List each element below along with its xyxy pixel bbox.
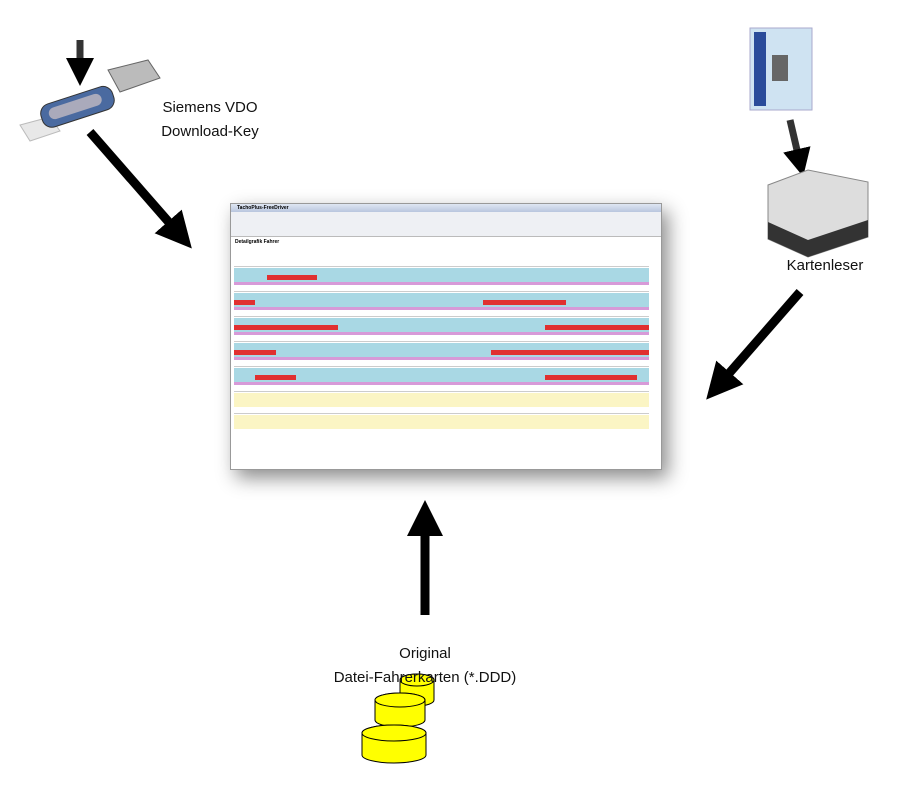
label-line: Original — [399, 645, 451, 662]
activity-row — [234, 318, 649, 335]
usb-key-icon — [19, 59, 161, 142]
software-screenshot: TachoPlus-FreeDriver Detailgrafik Fahrer — [230, 203, 662, 470]
toolbar — [231, 212, 661, 237]
row-separator — [234, 286, 649, 292]
empty-day-row — [234, 415, 649, 429]
row-separator — [234, 336, 649, 342]
label-line: Datei-Fahrerkarten (*.DDD) — [333, 669, 517, 686]
label-line: Download-Key — [161, 123, 259, 140]
row-separator — [234, 311, 649, 317]
driving-segment — [234, 325, 338, 330]
card-reader-label: Kartenleser — [786, 257, 864, 274]
label-line: Siemens VDO — [162, 99, 258, 116]
activity-chart — [231, 261, 661, 429]
download-key-label: Siemens VDO Download-Key — [150, 96, 270, 144]
activity-row — [234, 293, 649, 310]
driving-segment — [545, 375, 637, 380]
driver-card-icon — [749, 27, 813, 111]
row-separator — [234, 261, 649, 267]
driving-segment — [234, 300, 255, 305]
activity-row — [234, 268, 649, 285]
row-separator — [234, 408, 649, 414]
activity-row — [234, 343, 649, 360]
activity-row — [234, 368, 649, 385]
screenshot-heading: Detailgrafik Fahrer — [235, 239, 280, 245]
empty-day-row — [234, 393, 649, 407]
driving-segment — [234, 350, 276, 355]
files-label: Original Datei-Fahrerkarten (*.DDD) — [300, 642, 550, 690]
card-reader-icon — [767, 169, 869, 258]
driving-segment — [483, 300, 566, 305]
arrow-usb-to-software — [86, 129, 192, 249]
window-title: TachoPlus-FreeDriver — [231, 204, 661, 212]
ddd-files-icon — [361, 673, 435, 764]
driving-segment — [545, 325, 649, 330]
driving-segment — [254, 375, 297, 380]
driving-segment — [491, 350, 649, 355]
driving-segment — [267, 275, 317, 280]
row-separator — [234, 361, 649, 367]
row-separator — [234, 386, 649, 392]
insert-arrow-card — [783, 119, 811, 177]
arrow-reader-to-software — [706, 289, 804, 400]
